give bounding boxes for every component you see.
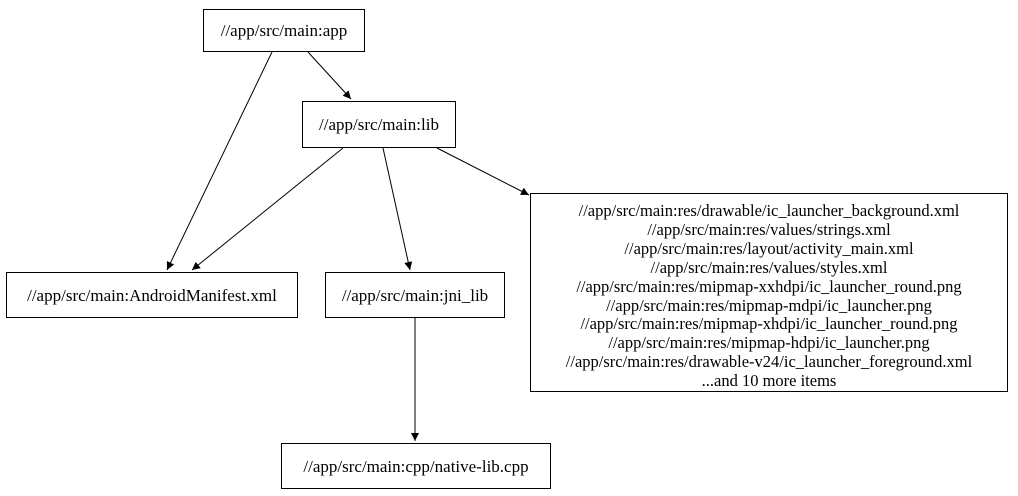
node-native-lib-cpp: //app/src/main:cpp/native-lib.cpp	[281, 443, 551, 489]
edge-lib-to-manifest	[191, 147, 344, 271]
node-android-manifest-label: //app/src/main:AndroidManifest.xml	[27, 285, 277, 305]
node-jni-lib: //app/src/main:jni_lib	[325, 272, 505, 318]
resource-line: //app/src/main:res/drawable/ic_launcher_…	[578, 201, 960, 220]
resource-line: //app/src/main:res/mipmap-xxhdpi/ic_laun…	[576, 276, 962, 296]
node-native-lib-cpp-label: //app/src/main:cpp/native-lib.cpp	[303, 456, 529, 476]
node-android-manifest: //app/src/main:AndroidManifest.xml	[6, 272, 298, 318]
node-app-label: //app/src/main:app	[220, 21, 348, 40]
resource-line: //app/src/main:res/mipmap-xhdpi/ic_launc…	[580, 314, 958, 334]
resource-line: //app/src/main:res/values/strings.xml	[647, 219, 891, 239]
node-jni-lib-label: //app/src/main:jni_lib	[341, 285, 489, 305]
edge-lib-to-resources	[436, 147, 530, 196]
edge-app-to-manifest	[166, 51, 273, 271]
resource-line: //app/src/main:res/drawable-v24/ic_launc…	[565, 352, 973, 372]
resource-line: //app/src/main:res/mipmap-mdpi/ic_launch…	[606, 295, 932, 315]
resource-line: //app/src/main:res/mipmap-hdpi/ic_launch…	[608, 333, 930, 353]
node-resources-group: //app/src/main:res/drawable/ic_launcher_…	[530, 193, 1008, 392]
edge-lib-to-jni-lib	[382, 147, 413, 271]
resource-line: //app/src/main:res/layout/activity_main.…	[624, 238, 914, 258]
node-lib: //app/src/main:lib	[302, 101, 456, 148]
node-app: //app/src/main:app	[203, 9, 365, 52]
resource-line-more-items: ...and 10 more items	[701, 371, 837, 391]
resource-line: //app/src/main:res/values/styles.xml	[650, 257, 888, 277]
node-lib-label: //app/src/main:lib	[319, 115, 439, 134]
edge-app-to-lib	[307, 51, 352, 100]
